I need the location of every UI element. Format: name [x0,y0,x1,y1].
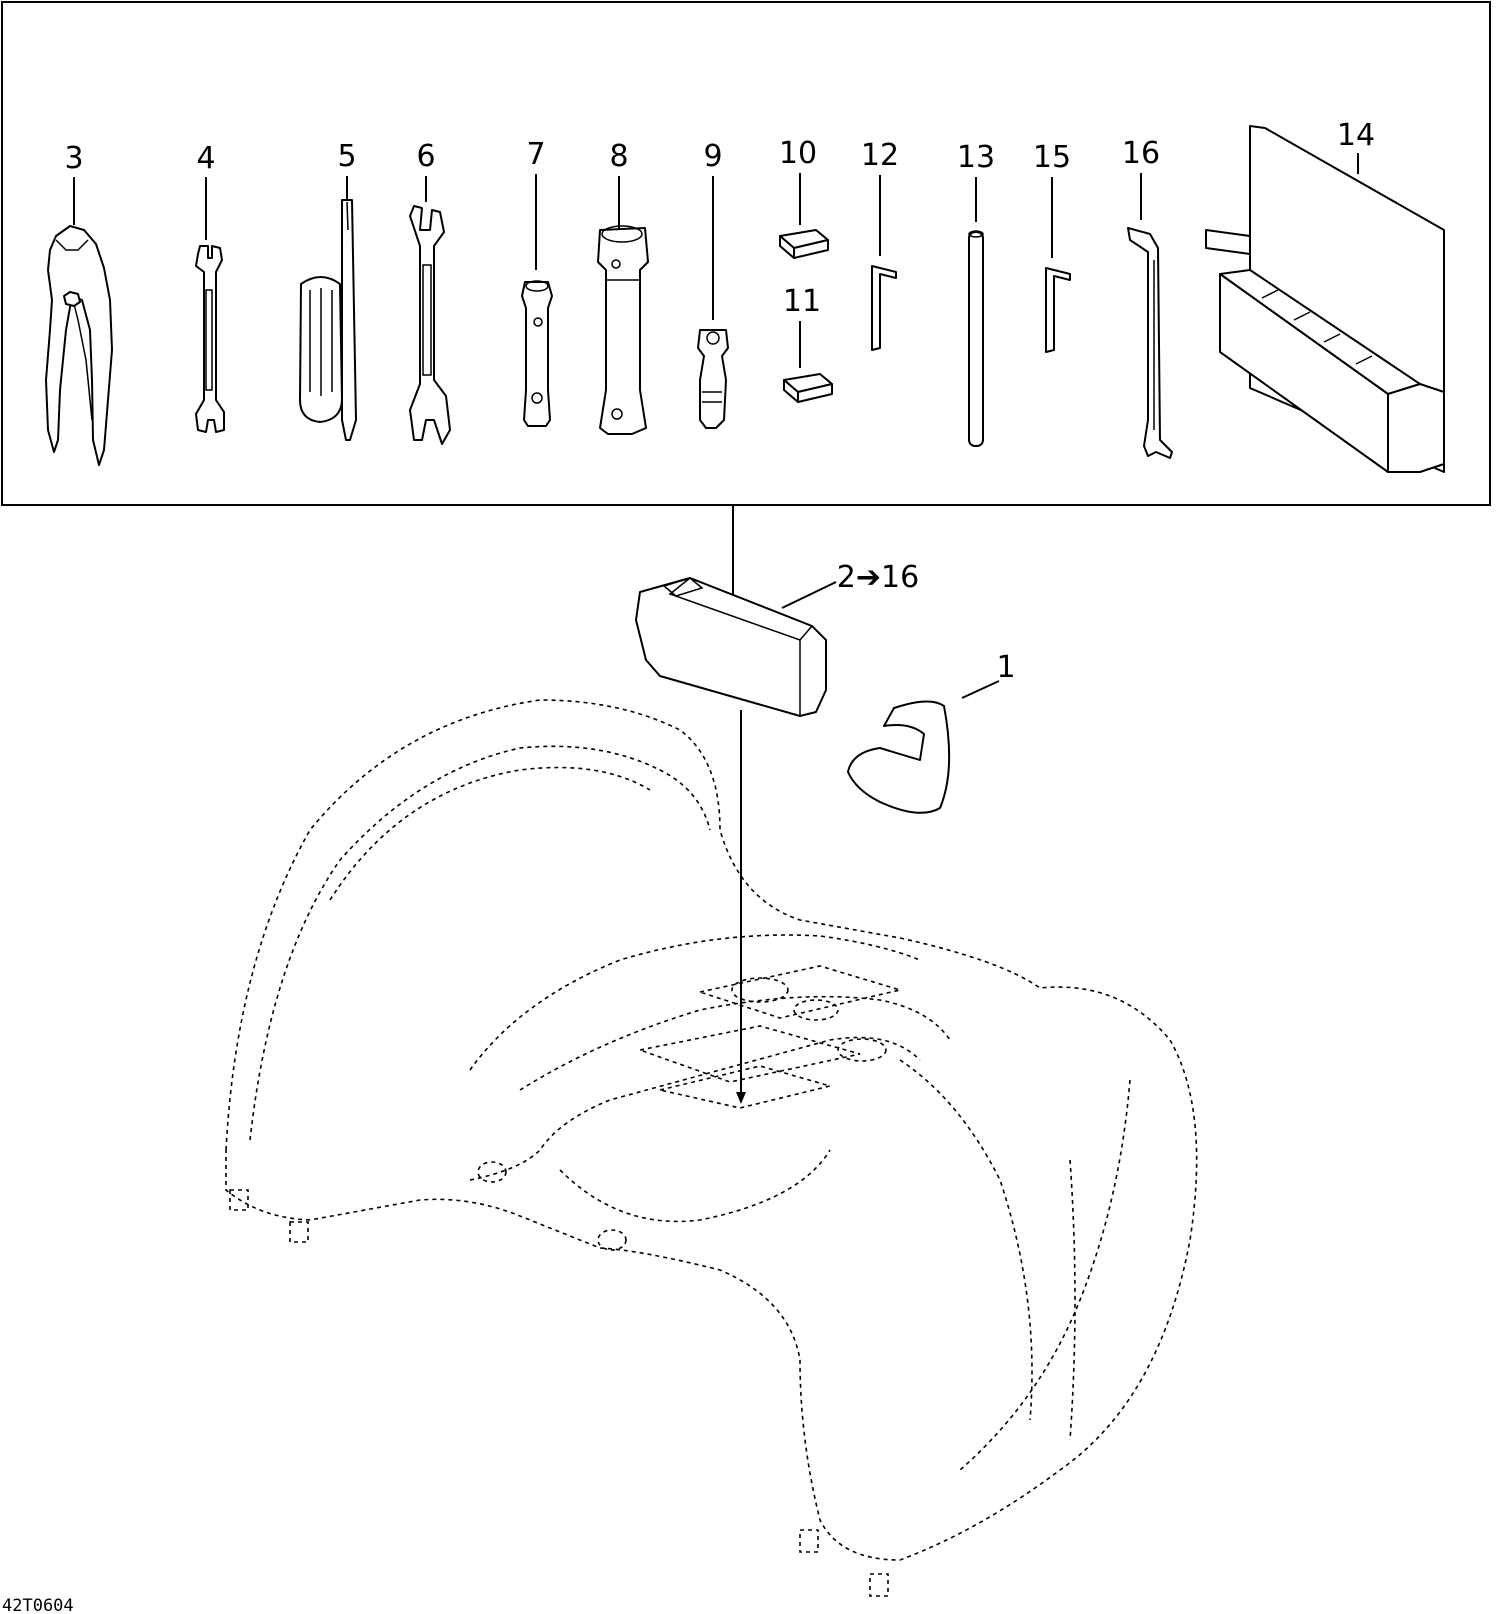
tool-bag-part [635,577,827,717]
callout-1: 1 [996,650,1015,685]
tool-kit-panel-frame [1,1,1491,506]
tool-pouch-part [1205,125,1445,473]
fuse-11-part [783,373,833,403]
callout-13: 13 [957,140,995,175]
large-wrench-part [409,205,451,445]
screwdriver-part [299,199,357,441]
hex-key-12-part [871,265,897,351]
large-tube-wrench-part [597,225,649,435]
retaining-strap-part [847,700,951,814]
callout-5: 5 [337,139,356,174]
spark-plug-tool-part [697,329,729,429]
small-wrench-part [195,245,225,433]
hex-key-15-part [1045,267,1071,353]
callout-16: 16 [1122,136,1160,171]
callout-2-to-16: 2➔16 [837,560,919,595]
callout-3: 3 [64,141,83,176]
callout-8: 8 [609,139,628,174]
callout-9: 9 [703,139,722,174]
callout-7: 7 [526,137,545,172]
leader-1 [961,680,1000,699]
lever-part [1127,227,1173,459]
leader-2-to-16 [781,581,837,609]
callout-4: 4 [196,141,215,176]
install-arrowhead [736,1092,746,1104]
rod-part [968,230,984,447]
rear-fender-phantom [225,699,1198,1597]
callout-11: 11 [783,284,821,319]
pliers-part [45,225,113,466]
fuse-10-part [779,229,829,259]
callout-10: 10 [779,136,817,171]
callout-15: 15 [1033,140,1071,175]
callout-14: 14 [1337,118,1375,153]
figure-code: 42T0604 [2,1596,74,1614]
small-tube-wrench-part [521,280,553,427]
callout-12: 12 [861,138,899,173]
callout-6: 6 [416,139,435,174]
